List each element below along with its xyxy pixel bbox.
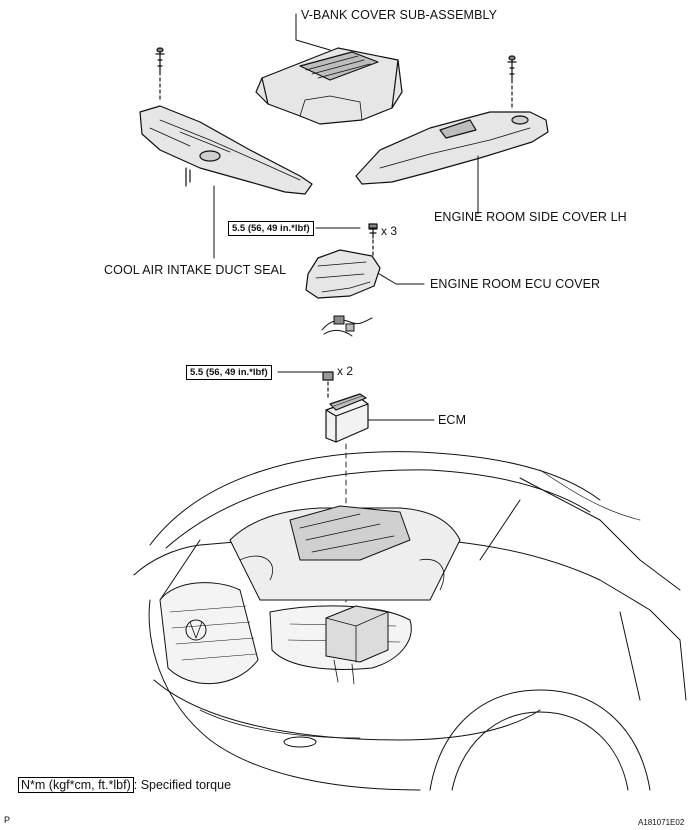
footer-left-mark: P xyxy=(4,815,11,825)
duct-seal-part xyxy=(139,105,313,195)
ecu-cover-part xyxy=(305,249,381,299)
vbank-cover-part xyxy=(255,47,403,125)
nut-x2 xyxy=(322,371,334,399)
clip-right xyxy=(507,55,517,109)
torque-spec-1: 5.5 (56, 49 in.*lbf) xyxy=(228,221,314,236)
legend-unit-box: N*m (kgf*cm, ft.*lbf) xyxy=(18,777,134,793)
torque-spec-2: 5.5 (56, 49 in.*lbf) xyxy=(186,365,272,380)
side-cover-part xyxy=(355,111,549,185)
harness-part xyxy=(321,315,373,337)
vbank-cover-label: V-BANK COVER SUB-ASSEMBLY xyxy=(301,8,498,22)
ecm-part xyxy=(325,393,369,443)
bolt-x3 xyxy=(368,223,378,257)
ecu-cover-label: ENGINE ROOM ECU COVER xyxy=(430,277,601,291)
duct-seal-label: COOL AIR INTAKE DUCT SEAL xyxy=(104,263,287,277)
torque-qty-2: x 2 xyxy=(337,364,354,378)
car-front-illustration xyxy=(133,451,687,791)
torque-legend: N*m (kgf*cm, ft.*lbf): Specified torque xyxy=(18,777,232,793)
legend-text: : Specified torque xyxy=(133,778,232,792)
figure-code: A181071E02 xyxy=(638,818,685,827)
torque-qty-1: x 3 xyxy=(381,224,398,238)
clip-left xyxy=(155,47,165,103)
ecm-label: ECM xyxy=(438,413,467,427)
side-cover-label: ENGINE ROOM SIDE COVER LH xyxy=(434,210,627,224)
